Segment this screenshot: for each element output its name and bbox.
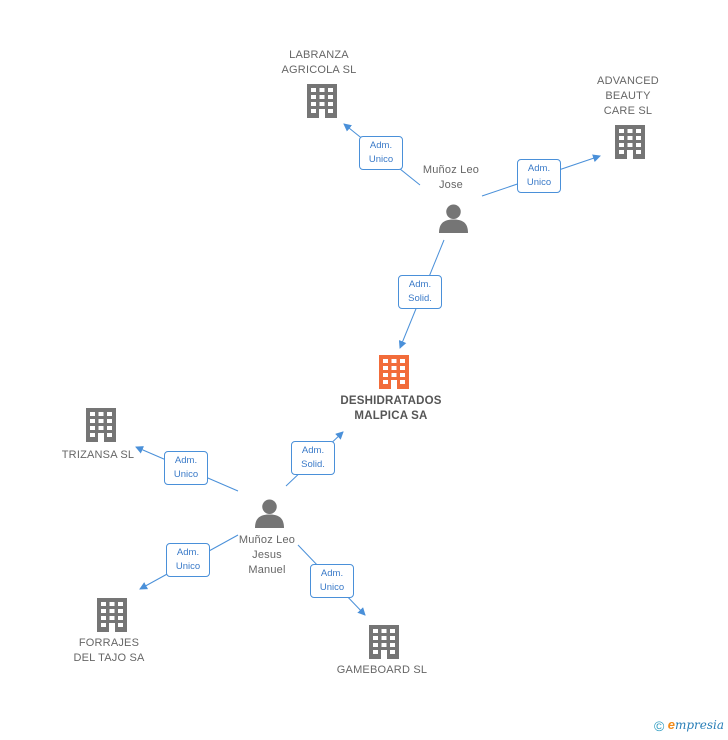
edge-badge-jose-deshidratados[interactable]: Adm. Solid. [398,275,442,309]
node-jose-label[interactable]: Muñoz Leo Jose [422,164,480,191]
node-trizansa-label[interactable]: TRIZANSA SL [61,449,135,461]
badge-type: Solid. [408,293,432,304]
badge-role: Adm. [176,547,200,558]
badge-role: Adm. [527,163,551,174]
jesus-person-icon [255,499,284,528]
badge-type: Unico [319,582,345,593]
edge-badge-jesus-forrajes[interactable]: Adm. Unico [166,543,210,577]
trizansa-building-icon [86,408,116,442]
brand-logo-text: mpresia [674,718,724,733]
labranza-building-icon [307,84,337,118]
node-deshidratados-label[interactable]: DESHIDRATADOS MALPICA SA [340,395,442,422]
badge-role: Adm. [174,455,198,466]
brand-logo-e: e [667,717,675,733]
badge-role: Adm. [369,140,393,151]
edge-badge-jesus-trizansa[interactable]: Adm. Unico [164,451,208,485]
jose-person-icon [439,204,468,233]
brand-footer[interactable]: © empresia [654,717,724,734]
badge-type: Unico [173,469,199,480]
gameboard-building-icon [369,625,399,659]
edge-badge-jesus-gameboard[interactable]: Adm. Unico [310,564,354,598]
badge-type: Unico [368,154,394,165]
copyright-icon: © [654,718,665,734]
badge-role: Adm. [320,568,344,579]
node-jesus-label[interactable]: Muñoz Leo Jesus Manuel [238,534,296,576]
edge-badge-jose-labranza[interactable]: Adm. Unico [359,136,403,170]
deshidratados-building-icon [379,355,409,389]
badge-type: Unico [526,177,552,188]
node-forrajes-label[interactable]: FORRAJES DEL TAJO SA [73,637,145,664]
badge-type: Solid. [301,459,325,470]
badge-role: Adm. [408,279,432,290]
edge-badge-jesus-deshidratados[interactable]: Adm. Solid. [291,441,335,475]
forrajes-building-icon [97,598,127,632]
node-gameboard-label[interactable]: GAMEBOARD SL [336,664,428,676]
advanced-building-icon [615,125,645,159]
node-labranza-label[interactable]: LABRANZA AGRICOLA SL [281,49,357,76]
edges [135,123,601,616]
node-advanced-label[interactable]: ADVANCED BEAUTY CARE SL [597,75,659,117]
badge-role: Adm. [301,445,325,456]
badge-type: Unico [175,561,201,572]
edge-badge-jose-advanced[interactable]: Adm. Unico [517,159,561,193]
